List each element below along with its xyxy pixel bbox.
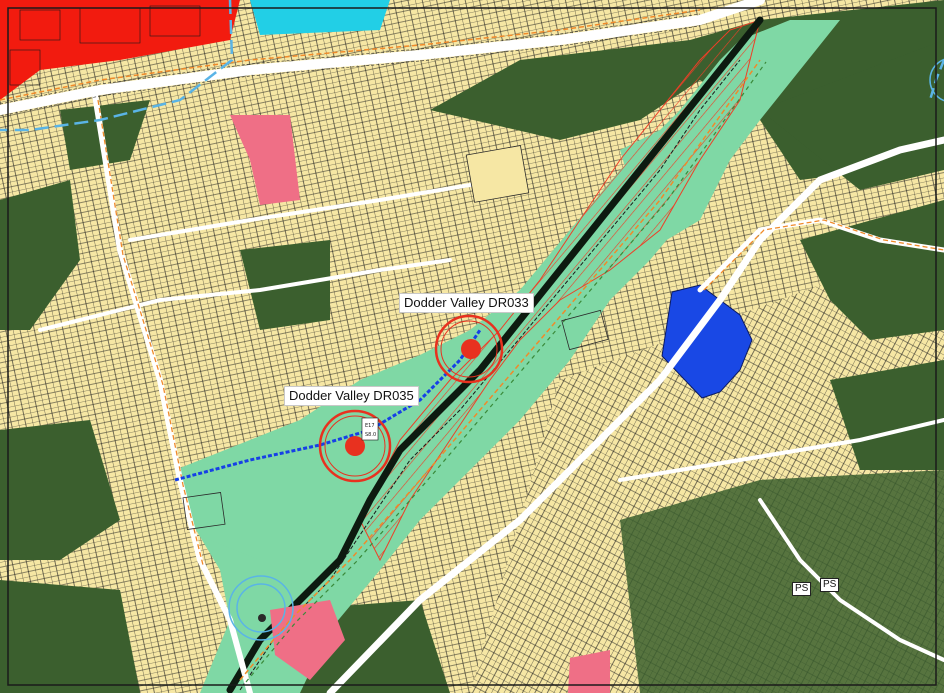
site-marker-dr033	[434, 314, 504, 384]
road-north-arterial	[0, 0, 765, 115]
node-label-bottom: S8.0	[365, 432, 376, 438]
site-dot-dr033	[461, 339, 481, 359]
water-node-east	[929, 58, 944, 102]
site-circle-outer-dr033	[434, 314, 504, 384]
road-south-east-2	[618, 418, 944, 482]
dark-green-east-mid	[830, 360, 944, 470]
dark-green-west-low	[0, 420, 120, 560]
route-orange-east	[703, 219, 944, 291]
node-label-top: E17	[365, 423, 375, 429]
pitch-outlines	[182, 145, 609, 530]
river-channel	[226, 16, 764, 693]
blue-zone	[661, 284, 753, 399]
site-label-dr035[interactable]: Dodder Valley DR035	[284, 386, 419, 406]
site-circle-outer-dr035	[318, 409, 392, 483]
route-orange-west	[97, 99, 204, 566]
road-south-east	[326, 136, 944, 693]
route-green-valley	[245, 61, 767, 683]
junction-dot	[258, 614, 266, 622]
cyan-zone	[250, 0, 390, 35]
water-main-line	[0, 0, 234, 132]
road-east-south	[758, 498, 944, 662]
route-orange-valley	[239, 59, 761, 681]
pumping-station-marker-b: PS	[820, 578, 840, 592]
node-label-box: E17 S8.0	[361, 417, 379, 441]
site-marker-dr035	[318, 409, 392, 483]
dark-green-southeast	[620, 470, 944, 693]
dark-green-northwest	[60, 100, 150, 170]
river-bank-line	[239, 59, 741, 691]
road-central-west	[128, 178, 502, 242]
road-west-vertical	[92, 92, 253, 693]
route-orange-north	[0, 9, 701, 101]
site-dot-dr035	[345, 436, 365, 456]
road-mid-west	[38, 258, 452, 332]
commercial-block-outlines	[9, 5, 201, 86]
map-frame	[7, 7, 937, 686]
dark-green-west	[0, 180, 80, 330]
site-circle-inner-dr035	[324, 415, 386, 477]
site-label-dr033[interactable]: Dodder Valley DR033	[399, 293, 534, 313]
dark-green-east-park	[800, 200, 944, 340]
route-lines	[0, 9, 944, 683]
site-circle-inner-dr033	[440, 320, 498, 378]
pink-zone-southeast	[568, 650, 610, 693]
dark-green-south	[0, 580, 140, 693]
pink-zone-south	[270, 600, 345, 680]
junction-marker	[228, 575, 294, 641]
pumping-station-marker-a: PS	[792, 582, 812, 596]
pink-zone-north	[230, 115, 300, 205]
